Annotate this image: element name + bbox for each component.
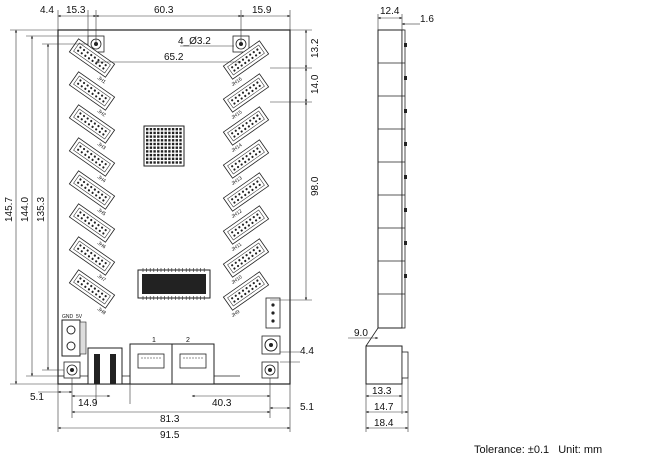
right-connector-3: JH14: [222, 106, 270, 154]
drawing-footer: Tolerance: ±0.1 Unit: mm: [474, 444, 608, 456]
left-connector-5: JH5: [68, 170, 116, 218]
left-connector-label-2: JH2: [96, 108, 107, 118]
left-connector-3: JH3: [68, 104, 116, 152]
right-connector-5: JH12: [222, 172, 270, 220]
dim-left-144-0: 144.0: [20, 197, 31, 222]
tolerance-note: Tolerance: ±0.1: [474, 444, 550, 456]
port-label-1: 1: [152, 337, 156, 344]
side-dim-14-7: 14.7: [374, 402, 394, 413]
ic-chip: [143, 125, 185, 167]
left-connector-label-5: JH5: [96, 207, 107, 217]
right-connector-1: JH16: [222, 40, 270, 88]
dim-right-98-0: 98.0: [310, 176, 321, 196]
left-connector-8: JH8: [68, 269, 116, 317]
right-connector-label-7: JH10: [230, 274, 243, 286]
left-connector-label-3: JH3: [96, 141, 107, 151]
hole-callout: 4_Ø3.2: [178, 36, 211, 47]
right-connector-label-6: JH11: [230, 241, 243, 253]
right-connector-6: JH11: [222, 205, 270, 253]
terminal-label-gnd: GND: [62, 314, 74, 320]
dc-jack: [87, 347, 123, 385]
ethernet-port-1: [129, 343, 173, 385]
right-connector-label-8: JH9: [230, 309, 241, 319]
right-connector-2: JH15: [222, 73, 270, 121]
side-dim-12-4: 12.4: [380, 6, 400, 17]
right-connector-label-2: JH15: [230, 109, 243, 121]
round-component: [261, 335, 281, 355]
right-connector-label-5: JH12: [230, 208, 243, 220]
dim-bottom-81-3: 81.3: [160, 414, 180, 425]
left-connector-label-4: JH4: [96, 174, 107, 184]
dim-inner-65-2: 65.2: [164, 52, 184, 63]
mounting-hole-bottom-right: [261, 361, 279, 379]
side-dim-18-4: 18.4: [374, 418, 394, 429]
dim-bottom-5-1-left: 5.1: [30, 392, 44, 403]
left-connector-4: JH4: [68, 137, 116, 185]
dim-left-135-3: 135.3: [36, 197, 47, 222]
dim-bottom-91-5: 91.5: [160, 430, 180, 441]
dim-bottom-14-9: 14.9: [78, 398, 98, 409]
dim-top-15-3: 15.3: [66, 5, 86, 16]
dim-right-14-0: 14.0: [310, 74, 321, 94]
left-connector-1: JH1: [68, 38, 116, 86]
dim-top-4-4: 4.4: [40, 5, 54, 16]
side-dim-13-3: 13.3: [372, 386, 392, 397]
dim-left-145-7: 145.7: [4, 197, 15, 222]
dim-right-13-2: 13.2: [310, 38, 321, 58]
port-label-2: 2: [186, 337, 190, 344]
left-connector-label-8: JH8: [96, 306, 107, 316]
right-connector-label-1: JH16: [230, 76, 243, 88]
left-connector-6: JH6: [68, 203, 116, 251]
side-connector-segments: [378, 43, 407, 295]
small-header-right: [265, 297, 281, 329]
mounting-hole-bottom-left: [63, 361, 81, 379]
side-view: [365, 29, 409, 385]
right-connector-8: JH9: [222, 271, 270, 319]
right-connector-4: JH13: [222, 139, 270, 187]
dimension-lines: [10, 10, 312, 432]
ethernet-port-2: [171, 343, 215, 385]
side-dimension-lines: [348, 14, 420, 432]
side-dim-9-0: 9.0: [354, 328, 368, 339]
dim-top-60-3: 60.3: [154, 5, 174, 16]
dim-top-15-9: 15.9: [252, 5, 272, 16]
side-dim-1-6: 1.6: [420, 14, 434, 25]
terminal-label-5v: 5V: [76, 314, 83, 320]
dim-bottom-right-4-4: 4.4: [300, 346, 314, 357]
right-connector-label-3: JH14: [230, 142, 243, 154]
long-header-connector: [137, 268, 211, 300]
right-connector-label-4: JH13: [230, 175, 243, 187]
left-connector-label-1: JH1: [96, 75, 107, 85]
left-connector-label-6: JH6: [96, 240, 107, 250]
right-connector-7: JH10: [222, 238, 270, 286]
power-terminal-block: [61, 319, 87, 357]
unit-note: Unit: mm: [558, 444, 603, 456]
dim-bottom-40-3: 40.3: [212, 398, 232, 409]
left-connector-label-7: JH7: [96, 273, 107, 283]
dim-bottom-5-1-right: 5.1: [300, 402, 314, 413]
left-connector-2: JH2: [68, 71, 116, 119]
left-connector-7: JH7: [68, 236, 116, 284]
